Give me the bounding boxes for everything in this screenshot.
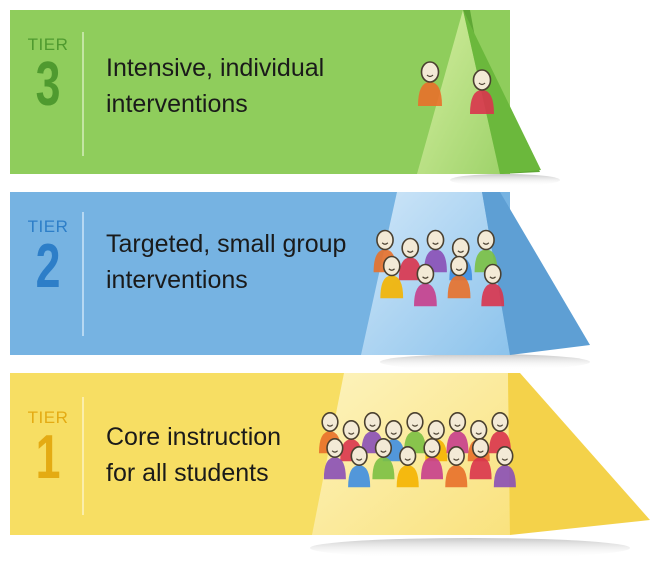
tier-1-divider (82, 397, 84, 515)
tier-3-number: 3 (35, 50, 61, 119)
tier-3-divider (82, 32, 84, 156)
tier-2-label: TIER (27, 217, 69, 236)
tier-2-shadow (380, 354, 590, 370)
tier-3-tag: TIER 3 (24, 36, 72, 116)
tier-3-label: TIER (27, 35, 69, 54)
tier-1-number: 1 (35, 423, 61, 492)
tier-3-shadow (450, 174, 560, 186)
tier-1-description: Core instruction for all students (106, 423, 282, 487)
tier-2-divider (82, 212, 84, 336)
tier-2-number: 2 (35, 232, 61, 301)
tier-2-panel: TIER 2 Targeted, small group interventio… (10, 192, 510, 355)
tier-1-tag: TIER 1 (24, 409, 72, 489)
tier-2-description: Targeted, small group interventions (106, 230, 347, 294)
tier-1-shadow (310, 538, 630, 558)
tier-1-label: TIER (27, 408, 69, 427)
tier-1-panel: TIER 1 Core instruction for all students (10, 373, 510, 535)
tier-3-description: Intensive, individual interventions (106, 54, 325, 118)
tier-3-panel: TIER 3 Intensive, individual interventio… (10, 10, 510, 174)
tier-2-tag: TIER 2 (24, 218, 72, 298)
tier-1-segment-right (508, 373, 650, 535)
